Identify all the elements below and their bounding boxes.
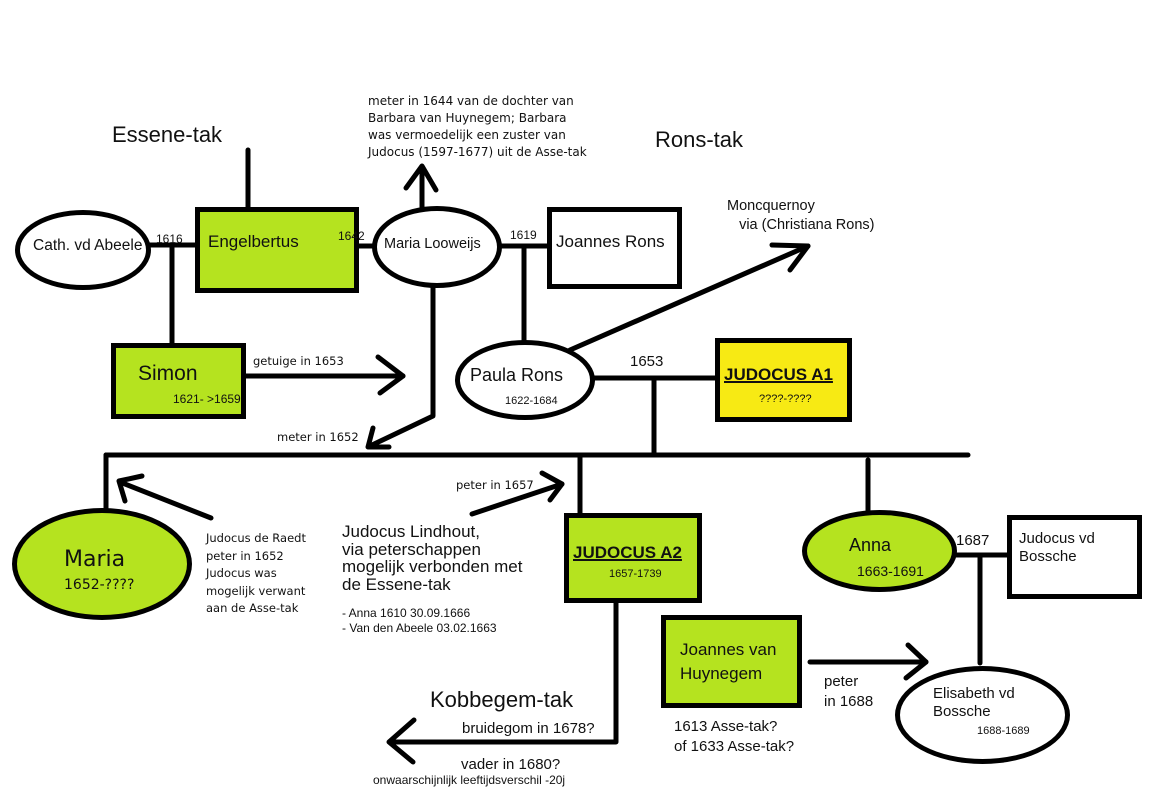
- branch-title-rons: Rons-tak: [655, 127, 744, 152]
- person-dates: 1663-1691: [857, 563, 924, 579]
- arrow-peter-1688-head: [903, 642, 929, 681]
- annotation-bruidegom: bruidegom in 1678?: [462, 720, 595, 737]
- marriage-year: 1687: [956, 532, 990, 549]
- arrow-meter-1652-head: [365, 425, 392, 450]
- annotation-meter-1652: meter in 1652: [277, 430, 359, 444]
- person-name: JUDOCUS A2: [573, 543, 682, 562]
- arrow-meter-1652: [367, 285, 436, 449]
- person-judocus-vd-bossche[interactable]: Judocus vd Bossche: [1007, 515, 1142, 599]
- annotation-huynegem-asse: 1613 Asse-tak? of 1633 Asse-tak?: [674, 718, 795, 755]
- arrow-de-raedt-head: [116, 473, 145, 504]
- annotation-meter-1644: meter in 1644 van de dochter van Barbara…: [368, 94, 587, 159]
- annotation-moncquernoy: Moncquernoy via (Christiana Rons): [727, 198, 875, 233]
- person-joannes-van-huynegem[interactable]: Joannes van Huynegem: [661, 615, 802, 708]
- person-judocus-a1[interactable]: JUDOCUS A1 ????-????: [715, 338, 852, 422]
- branch-title-kobbegem: Kobbegem-tak: [430, 687, 574, 712]
- person-name: Maria: [64, 547, 126, 572]
- person-name: Anna: [849, 535, 892, 555]
- person-dates: ????-????: [759, 393, 812, 405]
- person-name: Cath. vd Abeele: [33, 237, 143, 254]
- person-dates: 1657-1739: [609, 568, 662, 580]
- person-dates: 1652-????: [64, 577, 135, 593]
- person-maria-looweijs[interactable]: Maria Looweijs: [372, 206, 502, 288]
- annotation-leeftijd: onwaarschijnlijk leeftijdsverschil -20j: [373, 773, 566, 787]
- arrow-moncquernoy: [567, 243, 811, 353]
- person-name: Joannes van Huynegem: [680, 640, 777, 683]
- person-name: Joannes Rons: [556, 232, 665, 251]
- person-name: Engelbertus: [208, 232, 299, 251]
- person-name: Judocus vd Bossche: [1019, 530, 1095, 565]
- marriage-year: 1619: [510, 228, 537, 242]
- branch-title-essene: Essene-tak: [112, 122, 223, 147]
- arrow-peter-1657-head: [539, 470, 565, 503]
- marriage-year: 1616: [156, 232, 183, 246]
- marriage-year: 1653: [630, 353, 664, 370]
- annotation-lindhout-item: - Anna 1610 30.09.1666: [342, 606, 471, 620]
- person-maria[interactable]: Maria 1652-????: [12, 508, 192, 620]
- person-judocus-a2[interactable]: JUDOCUS A2 1657-1739: [564, 513, 702, 603]
- person-engelbertus[interactable]: Engelbertus: [195, 207, 359, 293]
- annotation-peter-1688: peter in 1688: [824, 673, 874, 710]
- arrow-moncquernoy-head: [769, 242, 811, 273]
- person-paula-rons[interactable]: Paula Rons 1622-1684: [455, 340, 595, 420]
- annotation-vader: vader in 1680?: [461, 756, 561, 773]
- arrow-kobbegem: [387, 600, 619, 745]
- person-cath-vd-abeele[interactable]: Cath. vd Abeele: [15, 210, 151, 290]
- person-name: JUDOCUS A1: [724, 365, 833, 384]
- annotation-lindhout: Judocus Lindhout, via peterschappen moge…: [342, 522, 523, 594]
- person-simon[interactable]: Simon 1621- >1659: [111, 343, 246, 419]
- person-name: Elisabeth vd Bossche: [933, 685, 1015, 720]
- arrow-meter-1644-head: [403, 163, 439, 193]
- person-name: Paula Rons: [470, 365, 564, 385]
- arrow-de-raedt: [117, 479, 214, 521]
- marriage-year: 1642: [338, 229, 365, 243]
- person-joannes-rons[interactable]: Joannes Rons: [547, 207, 682, 289]
- person-anna[interactable]: Anna 1663-1691: [802, 510, 957, 592]
- person-name: Maria Looweijs: [384, 236, 481, 252]
- arrow-kobbegem-head: [386, 717, 417, 765]
- annotation-de-raedt: Judocus de Raedt peter in 1652 Judocus w…: [206, 531, 306, 615]
- arrow-peter-1657: [469, 481, 565, 517]
- annotation-peter-1657: peter in 1657: [456, 478, 534, 492]
- annotation-getuige-1653: getuige in 1653: [253, 354, 344, 368]
- person-elisabeth-vd-bossche[interactable]: Elisabeth vd Bossche 1688-1689: [895, 666, 1070, 764]
- person-dates: 1688-1689: [977, 725, 1030, 737]
- person-name: Simon: [138, 362, 198, 385]
- person-dates: 1622-1684: [505, 395, 558, 407]
- person-dates: 1621- >1659: [173, 392, 241, 406]
- arrow-getuige-1653-head: [375, 354, 406, 396]
- annotation-lindhout-item: - Van den Abeele 03.02.1663: [342, 621, 497, 635]
